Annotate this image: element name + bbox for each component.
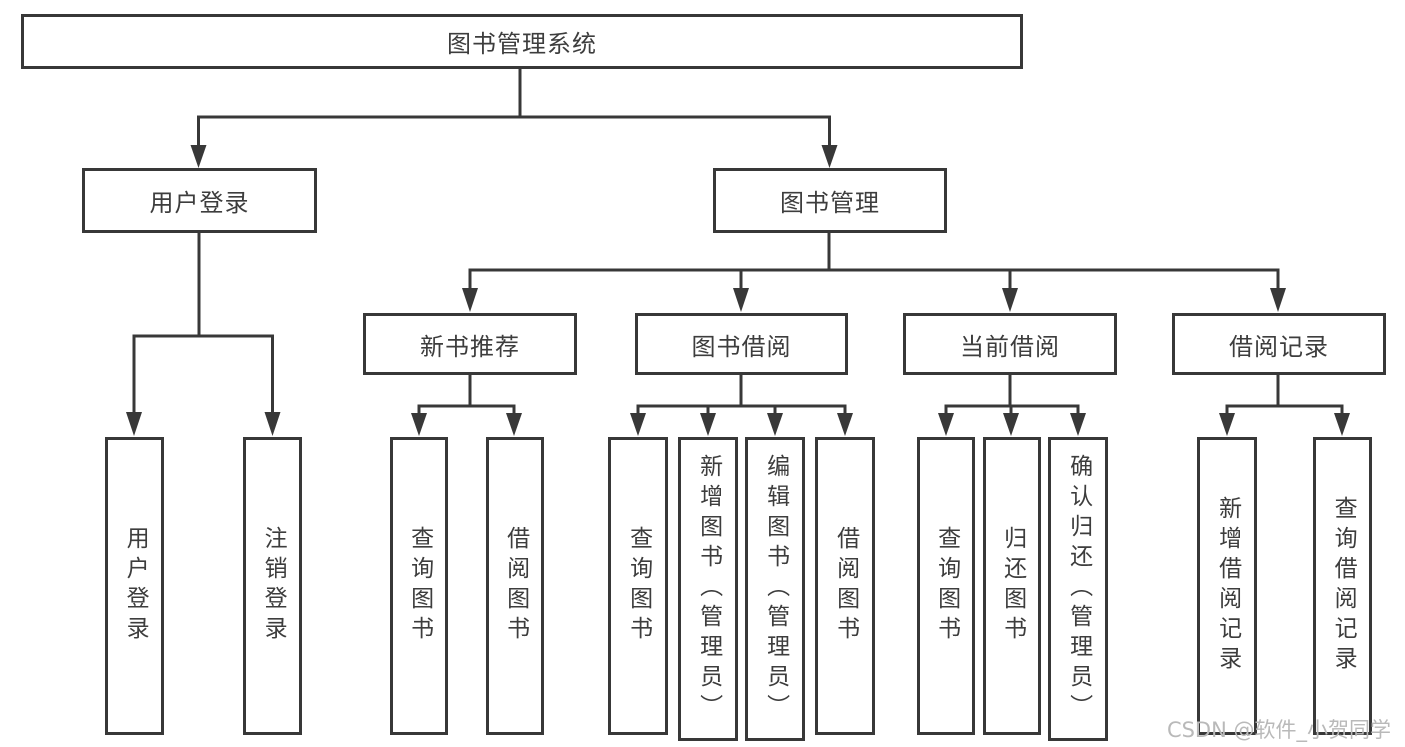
- node-current-borrow-label: 当前借阅: [960, 332, 1060, 361]
- node-borrow-records: 借阅记录: [1172, 313, 1386, 375]
- node-leaf-logout-label: 注销登录: [260, 526, 287, 646]
- node-new-book-recommend-label: 新书推荐: [420, 332, 520, 361]
- node-leaf-user-login: 用户登录: [105, 437, 164, 735]
- node-leaf-borrow-books-recommend: 借阅图书: [486, 437, 544, 735]
- node-leaf-confirm-return-admin: 确认归还（管理员）: [1048, 437, 1108, 741]
- node-root-label: 图书管理系统: [447, 30, 597, 58]
- watermark: CSDN @软件_小贺同学: [1166, 718, 1391, 742]
- node-leaf-logout: 注销登录: [243, 437, 302, 735]
- node-leaf-add-borrow-record-label: 新增借阅记录: [1214, 496, 1241, 676]
- node-leaf-query-borrow-record: 查询借阅记录: [1313, 437, 1372, 735]
- node-leaf-query-borrow-record-label: 查询借阅记录: [1330, 496, 1357, 676]
- node-leaf-query-books-current-label: 查询图书: [933, 526, 960, 646]
- node-current-borrow: 当前借阅: [903, 313, 1117, 375]
- node-user-login-label: 用户登录: [149, 189, 250, 217]
- node-leaf-add-borrow-record: 新增借阅记录: [1197, 437, 1257, 735]
- node-leaf-query-books-recommend: 查询图书: [390, 437, 448, 735]
- node-book-management: 图书管理: [713, 168, 947, 233]
- node-leaf-confirm-return-admin-label: 确认归还（管理员）: [1065, 454, 1092, 724]
- node-new-book-recommend: 新书推荐: [363, 313, 577, 375]
- node-leaf-add-book-admin: 新增图书（管理员）: [678, 437, 738, 741]
- node-leaf-return-book: 归还图书: [983, 437, 1041, 735]
- node-leaf-edit-book-admin: 编辑图书（管理员）: [745, 437, 805, 741]
- node-leaf-user-login-label: 用户登录: [122, 526, 149, 646]
- node-leaf-borrow-books-recommend-label: 借阅图书: [502, 526, 529, 646]
- node-book-borrow: 图书借阅: [635, 313, 848, 375]
- node-leaf-borrow-books-label: 借阅图书: [832, 526, 859, 646]
- node-book-borrow-label: 图书借阅: [691, 332, 792, 361]
- node-leaf-edit-book-admin-label: 编辑图书（管理员）: [762, 454, 789, 724]
- node-leaf-add-book-admin-label: 新增图书（管理员）: [695, 454, 722, 724]
- node-leaf-query-books-recommend-label: 查询图书: [406, 526, 433, 646]
- node-leaf-borrow-books: 借阅图书: [815, 437, 875, 735]
- node-leaf-query-books-borrow: 查询图书: [608, 437, 668, 735]
- node-borrow-records-label: 借阅记录: [1229, 332, 1329, 361]
- node-book-management-label: 图书管理: [780, 189, 880, 217]
- node-leaf-query-books-current: 查询图书: [917, 437, 975, 735]
- node-leaf-return-book-label: 归还图书: [999, 526, 1026, 646]
- node-leaf-query-books-borrow-label: 查询图书: [625, 526, 652, 646]
- node-user-login: 用户登录: [82, 168, 317, 233]
- node-root: 图书管理系统: [21, 14, 1023, 69]
